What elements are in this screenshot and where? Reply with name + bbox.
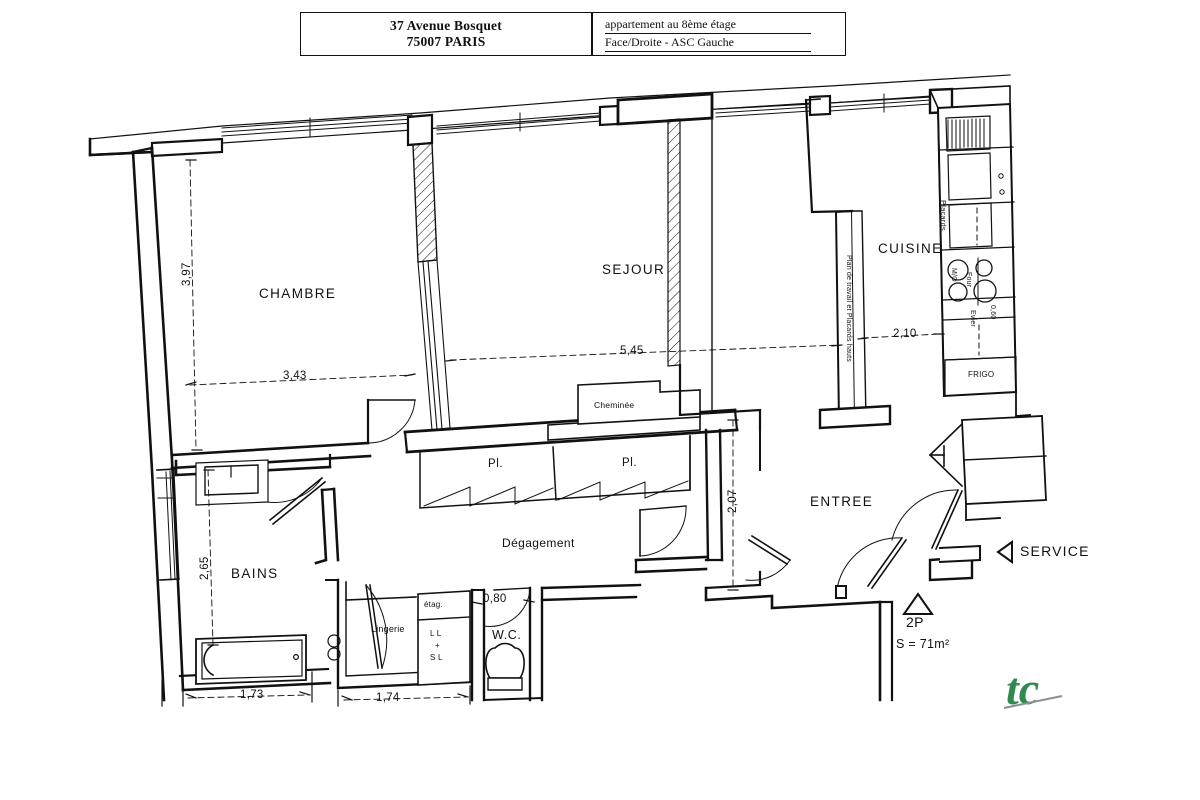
room-label-degagement: Dégagement — [502, 536, 575, 550]
dim-chambre-vertical: 3,97 — [181, 262, 193, 286]
room-label-bains: BAINS — [231, 566, 279, 581]
fixture-label-four: Four — [965, 272, 972, 288]
dim-chambre-horizontal: 3,43 — [283, 370, 307, 382]
apartment-type-label: 2P — [906, 614, 924, 630]
fixture-label-etagere: étag. — [424, 600, 443, 609]
info-line-1: appartement au 8ème étage — [605, 16, 811, 34]
kitchen-depth-dim: 0,60 — [989, 305, 996, 320]
fixture-label-machine-2: S L — [430, 653, 443, 662]
fixture-label-cheminee: Cheminée — [594, 400, 635, 410]
fixture-label-frigo: FRIGO — [968, 370, 995, 379]
fixture-label-placards-kitchen: Placards — [939, 200, 948, 231]
fixture-label-plan-travail: Plan de travail et Placards hauts — [845, 255, 852, 362]
fixture-label-machine-plus: + — [435, 641, 440, 650]
closet-label-right: Pl. — [622, 457, 638, 469]
room-label-entree: ENTREE — [810, 494, 874, 509]
fixture-label-machine-1: L L — [430, 629, 442, 638]
room-label-chambre: CHAMBRE — [259, 286, 337, 301]
title-block: 37 Avenue Bosquet 75007 PARIS appartemen… — [300, 12, 846, 56]
company-logo: tc — [1003, 663, 1063, 714]
room-label-lingerie: Lingerie — [371, 624, 405, 634]
dim-degagement-vertical: 2,07 — [727, 489, 739, 513]
dim-lingerie-horizontal: 1,74 — [376, 692, 400, 704]
apartment-info-box: appartement au 8ème étage Face/Droite - … — [592, 12, 846, 56]
room-label-sejour: SEJOUR — [602, 262, 666, 277]
service-entrance-label: SERVICE — [1020, 543, 1090, 559]
dim-sejour-horizontal: 5,45 — [620, 345, 644, 357]
room-label-wc: W.C. — [492, 628, 522, 642]
address-line-1: 37 Avenue Bosquet — [390, 18, 502, 33]
fixture-label-microwave: M/O — [950, 268, 957, 282]
info-line-2: Face/Droite - ASC Gauche — [605, 34, 811, 52]
dim-wc-horizontal: 0,80 — [483, 593, 507, 605]
closet-label-left: Pl. — [488, 458, 504, 470]
dim-bains-horizontal: 1,73 — [240, 689, 264, 701]
address-box: 37 Avenue Bosquet 75007 PARIS — [300, 12, 592, 56]
dim-bains-vertical: 2,65 — [199, 556, 211, 580]
apartment-surface-label: S = 71m² — [896, 637, 950, 651]
dim-cuisine-horizontal: 2,10 — [893, 328, 917, 340]
fixture-label-evier: Evier — [969, 310, 976, 327]
logo-underline — [1003, 695, 1063, 709]
room-label-cuisine: CUISINE — [878, 241, 943, 256]
address-line-2: 75007 PARIS — [406, 34, 486, 49]
